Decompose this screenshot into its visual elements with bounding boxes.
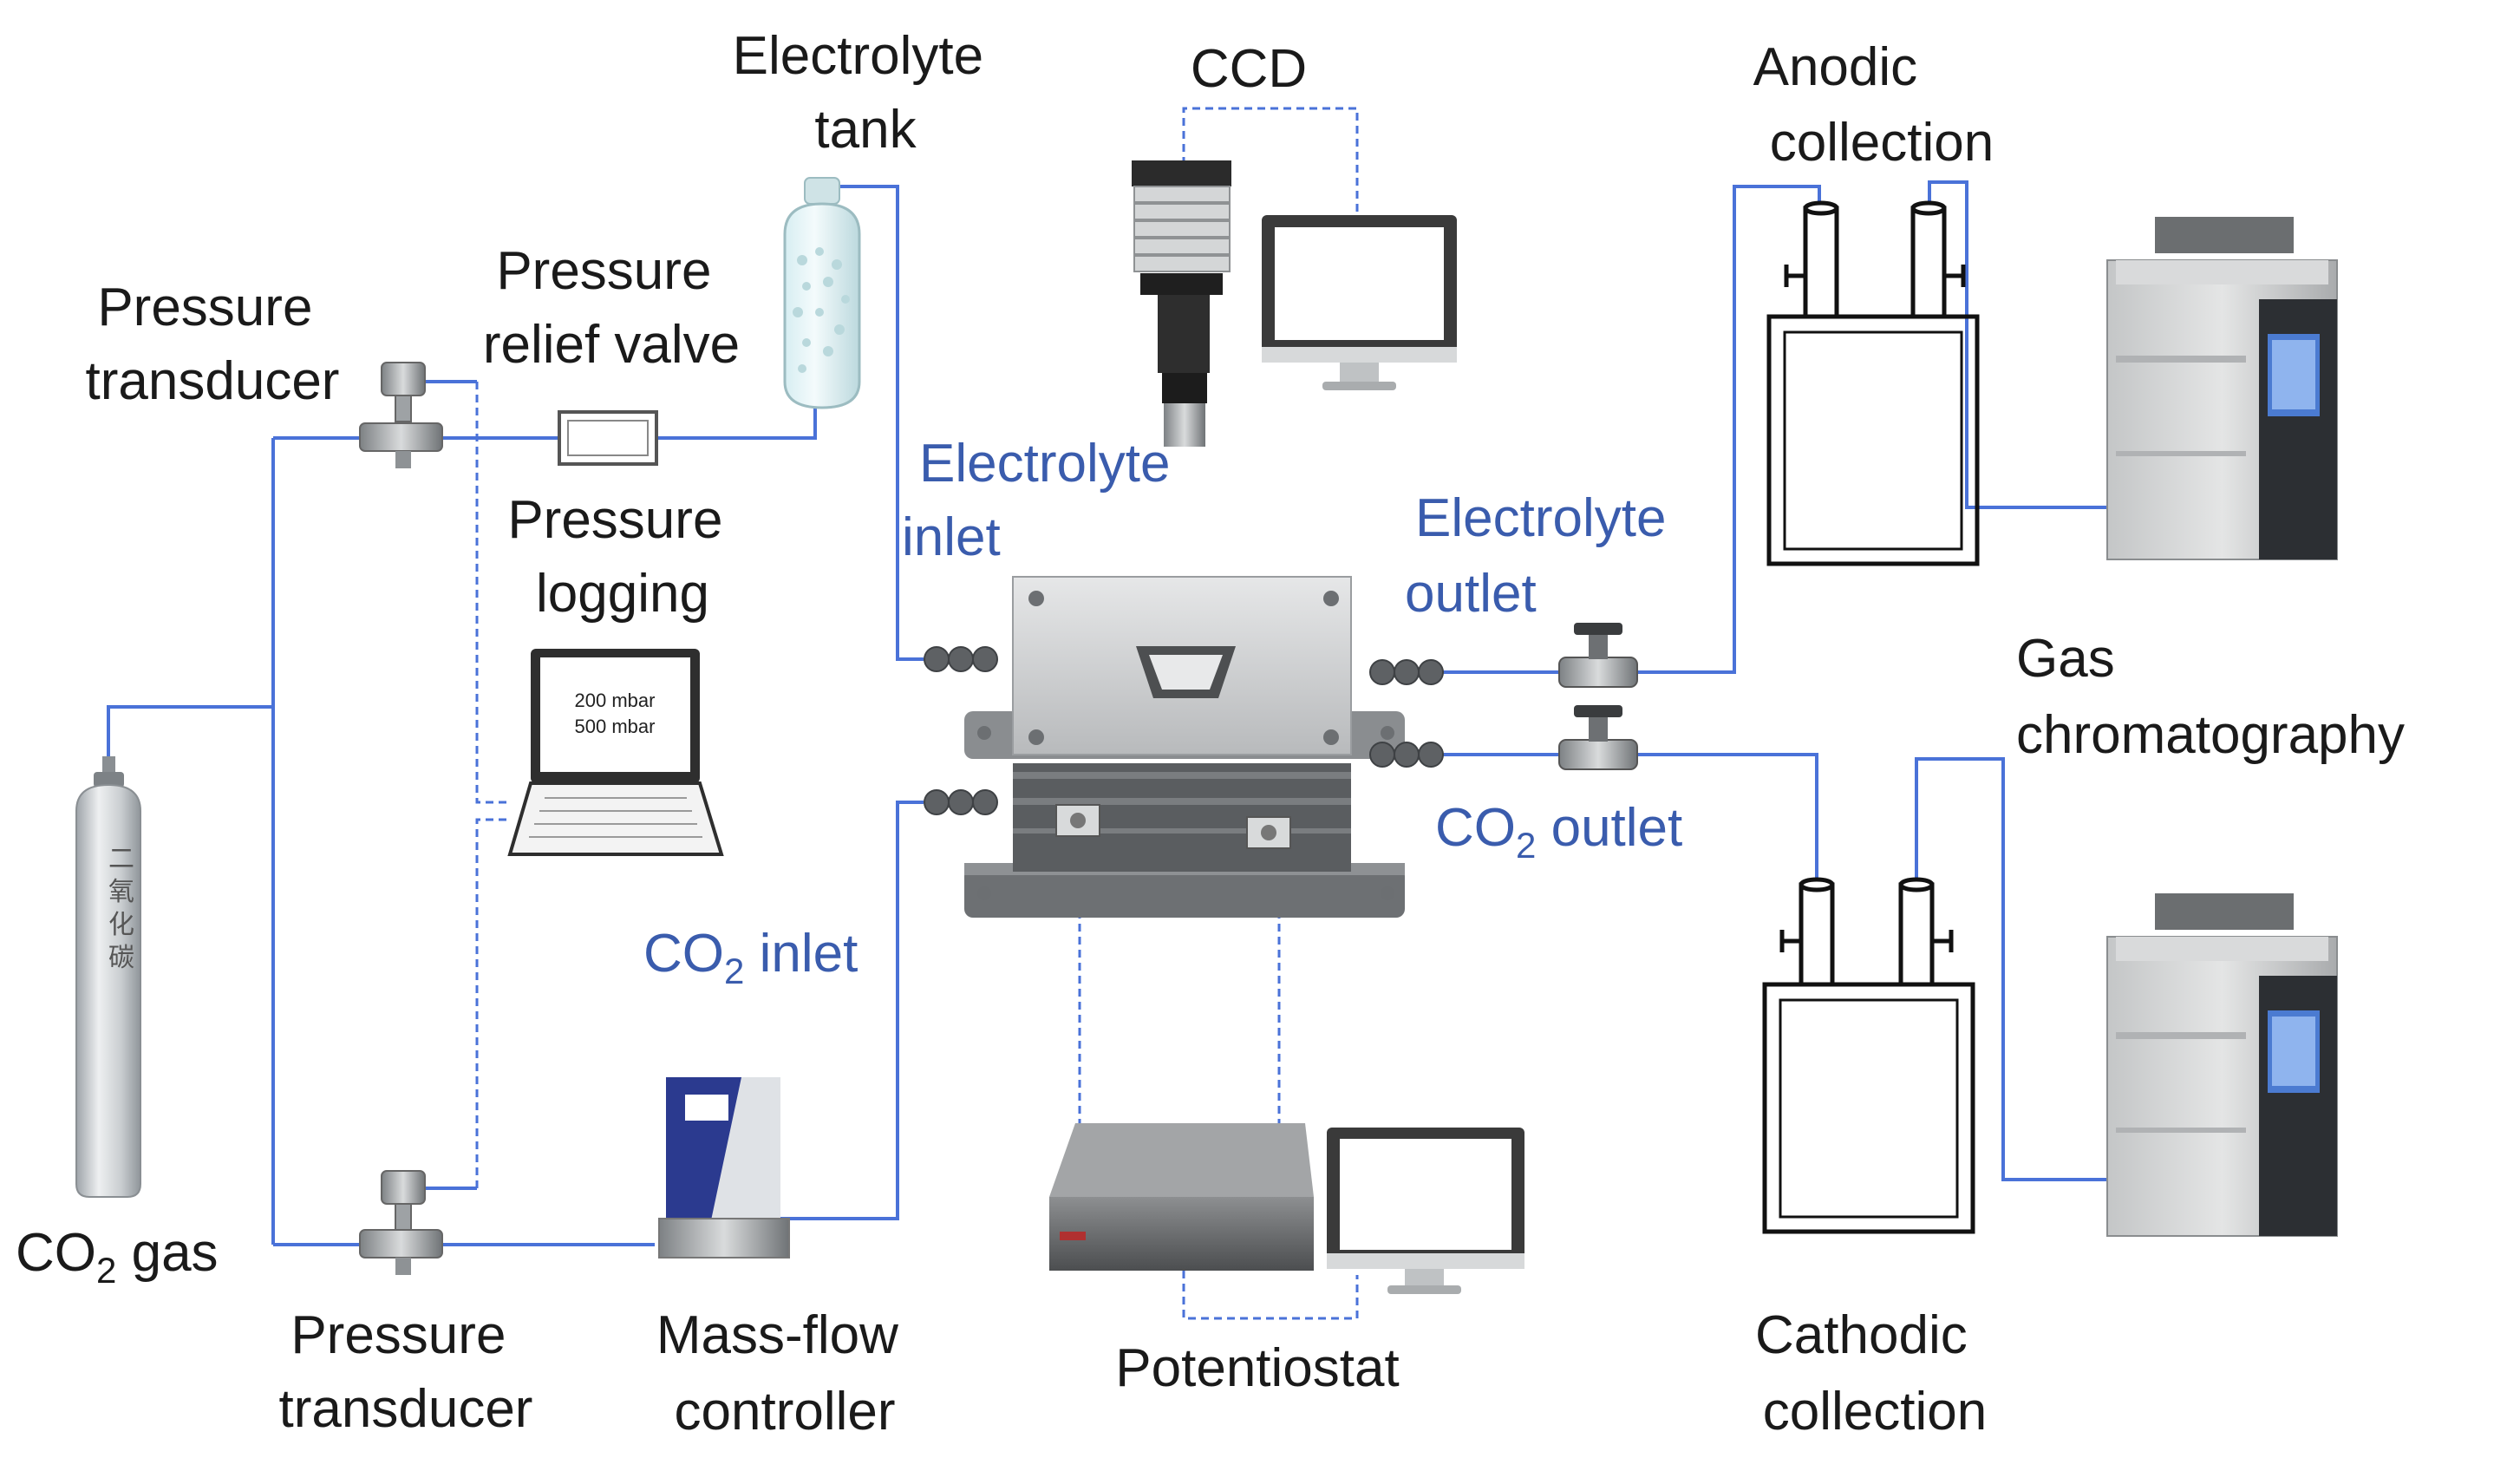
laptop-icon: 200 mbar 500 mbar: [507, 649, 724, 856]
ccd-monitor-icon: [1262, 215, 1457, 390]
cathodic-collection-label-line1: Cathodic: [1755, 1305, 1968, 1365]
ccd-camera-icon: [1132, 160, 1231, 447]
pressure-transducer-bottom-label-line1: Pressure: [291, 1305, 506, 1365]
electrolyte-tank-label-line1: Electrolyte: [733, 26, 983, 86]
co2-inlet-label-post: inlet: [744, 924, 858, 984]
pressure-transducer-top-label: Pressure transducer: [86, 278, 340, 411]
pressure-logging-label-line2: logging: [536, 564, 709, 624]
electrolyte-tank-icon: [783, 177, 861, 409]
co2-gas-label-post: gas: [116, 1223, 218, 1283]
cathodic-collection-bag-icon: [1762, 877, 1975, 1234]
pressure-transducer-top-icon: [359, 362, 443, 468]
electrolyte-outlet-valve-icon: [1558, 623, 1638, 688]
gas-chromatography-label-line1: Gas: [2016, 629, 2115, 689]
electrolyte-outlet-label: Electrolyte outlet: [1405, 488, 1681, 624]
potentiostat-icon: [1049, 1123, 1314, 1271]
potentiostat-label: Potentiostat: [1115, 1338, 1399, 1398]
anodic-collection-bag-icon: [1766, 200, 1980, 566]
co2-gas-label-pre: CO: [16, 1223, 96, 1283]
gas-lines: [107, 180, 2116, 1246]
electrolyte-outlet-label-line2: outlet: [1405, 564, 1537, 624]
co2-gas-label-sub: 2: [96, 1250, 116, 1291]
mass-flow-controller-label-line1: Mass-flow: [656, 1305, 898, 1365]
co2-outlet-label: CO2 outlet: [1435, 798, 1682, 866]
gas-chromatograph-bottom-icon: [2106, 893, 2338, 1237]
cylinder-char-2: 化: [108, 911, 134, 939]
co2-outlet-valve-icon: [1558, 705, 1638, 770]
pressure-transducer-bottom-icon: [359, 1170, 443, 1275]
mass-flow-controller-icon: [658, 1077, 790, 1259]
co2-inlet-label-sub: 2: [724, 951, 744, 991]
pressure-relief-valve-label-line1: Pressure: [496, 241, 711, 301]
pressure-relief-valve-label-line2: relief valve: [483, 315, 740, 375]
gas-chromatography-label-line2: chromatography: [2016, 705, 2405, 765]
co2-outlet-label-sub: 2: [1516, 825, 1536, 866]
electrolyte-inlet-label-line2: inlet: [902, 507, 1001, 567]
cylinder-char-1: 氧: [108, 878, 134, 906]
electrolyte-outlet-label-line1: Electrolyte: [1415, 488, 1666, 548]
pressure-transducer-bottom-label: Pressure transducer: [279, 1305, 533, 1439]
electrolyte-inlet-label: Electrolyte inlet: [902, 434, 1185, 567]
co2-inlet-label: CO2 inlet: [643, 924, 858, 991]
laptop-reading-1: 500 mbar: [575, 716, 656, 737]
pressure-relief-valve-icon: [558, 410, 658, 466]
cylinder-char-3: 碳: [108, 944, 134, 972]
gas-chromatography-label: Gas chromatography: [2016, 629, 2405, 765]
cathodic-collection-label: Cathodic collection: [1755, 1305, 1987, 1442]
cathodic-collection-label-line2: collection: [1763, 1382, 1987, 1442]
electrolyte-tank-label-line2: tank: [814, 100, 917, 160]
anodic-collection-label: Anodic collection: [1753, 37, 1994, 173]
pressure-transducer-top-label-line2: transducer: [86, 351, 340, 411]
anodic-collection-label-line2: collection: [1770, 113, 1994, 173]
laptop-reading-0: 200 mbar: [575, 690, 656, 711]
co2-inlet-label-pre: CO: [643, 924, 724, 984]
gas-chromatograph-top-icon: [2106, 217, 2338, 560]
pressure-transducer-top-label-line1: Pressure: [97, 278, 312, 337]
potentiostat-monitor-icon: [1327, 1128, 1524, 1294]
pressure-logging-label: Pressure logging: [507, 490, 737, 624]
pressure-transducer-bottom-label-line2: transducer: [279, 1379, 533, 1439]
co2-cylinder: 二 氧 化 碳: [75, 756, 141, 1198]
co2-outlet-label-post: outlet: [1536, 798, 1682, 858]
ccd-label: CCD: [1191, 39, 1307, 99]
anodic-collection-label-line1: Anodic: [1753, 37, 1918, 97]
cylinder-char-0: 二: [108, 845, 134, 873]
electrolyte-tank-label: Electrolyte tank: [733, 26, 999, 160]
pressure-logging-label-line1: Pressure: [507, 490, 722, 550]
electrochemical-cell-icon: [924, 576, 1444, 918]
co2-outlet-label-pre: CO: [1435, 798, 1516, 858]
mass-flow-controller-label: Mass-flow controller: [656, 1305, 913, 1442]
electrolyte-inlet-label-line1: Electrolyte: [919, 434, 1170, 494]
pressure-relief-valve-label: Pressure relief valve: [483, 241, 740, 375]
co2-gas-label: CO2 gas: [16, 1223, 219, 1291]
mass-flow-controller-label-line2: controller: [675, 1382, 896, 1442]
